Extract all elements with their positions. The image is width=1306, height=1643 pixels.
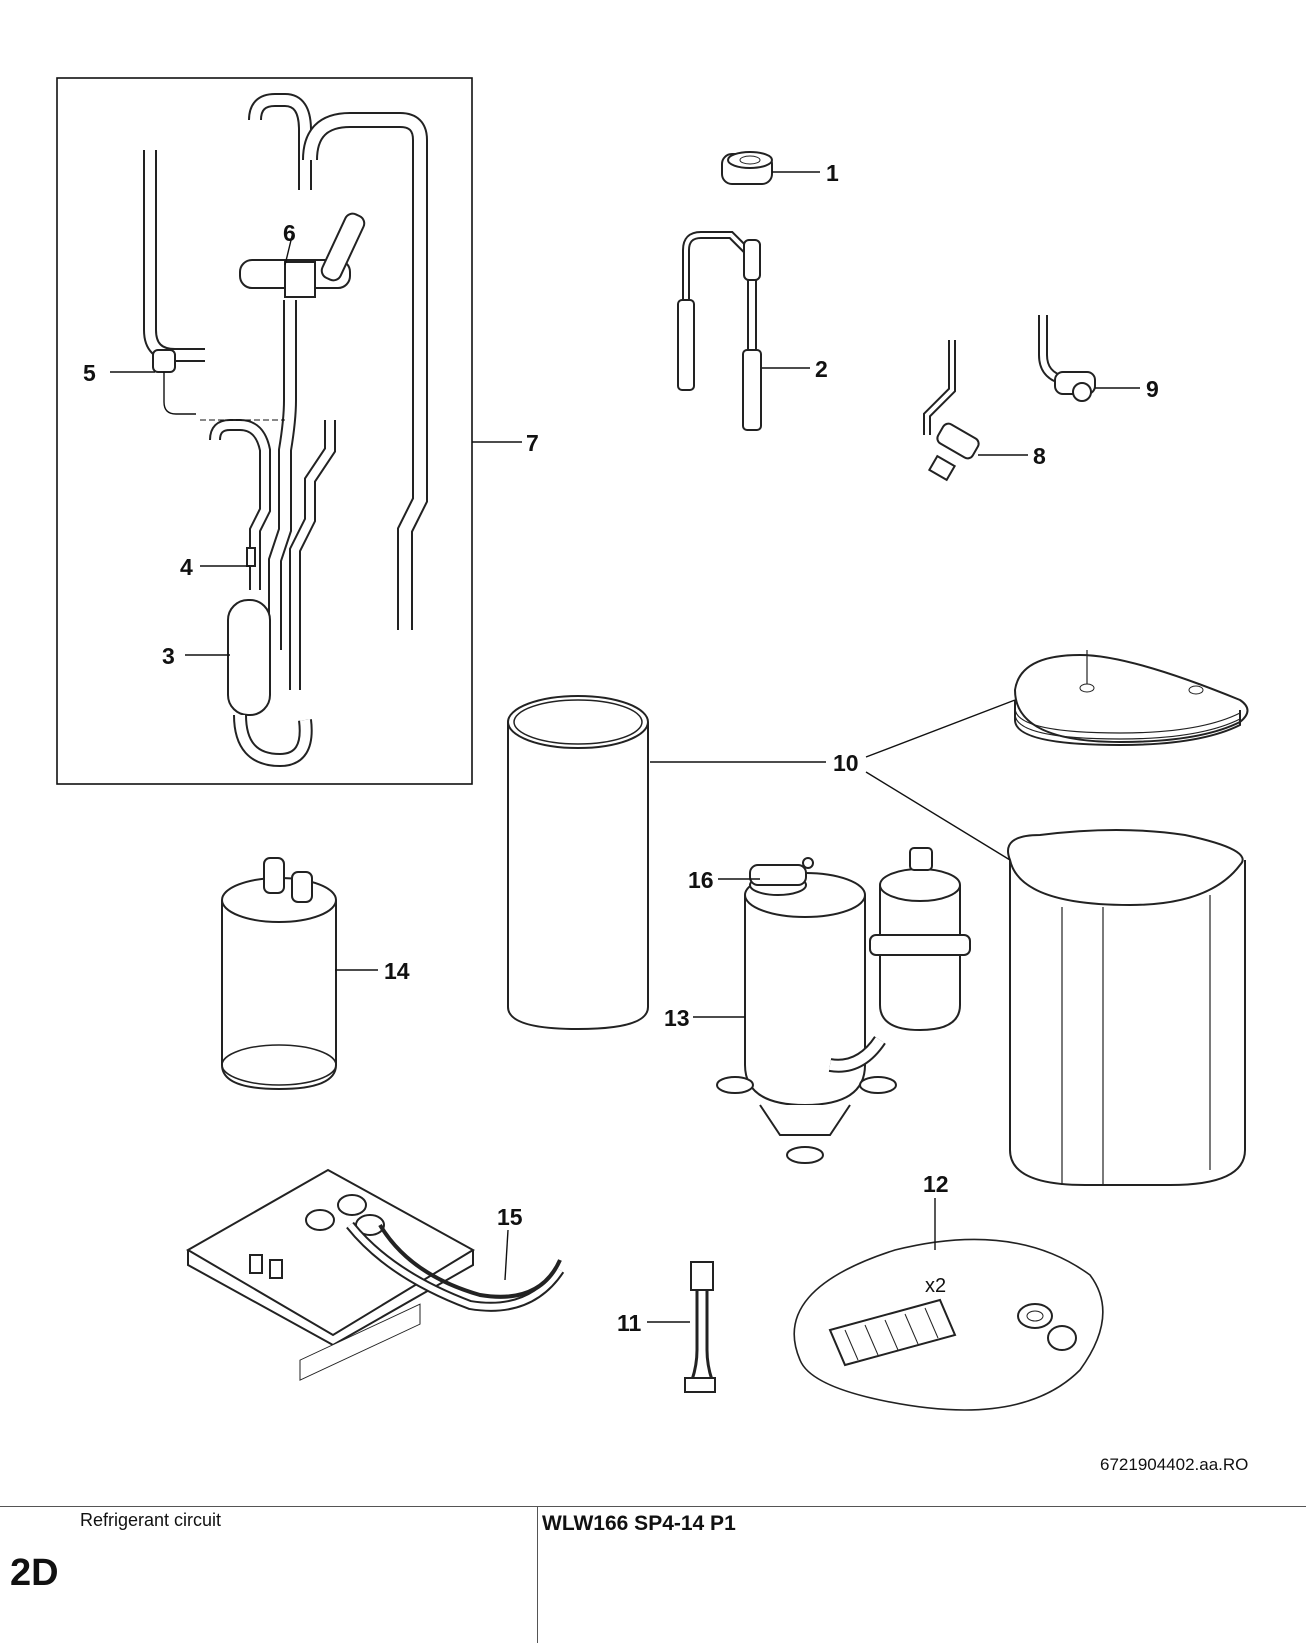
kit-quantity: x2 <box>925 1275 946 1297</box>
callout-10: 10 <box>833 750 859 776</box>
footer-divider <box>0 1506 1306 1507</box>
damper-pad <box>828 1298 957 1367</box>
part-9-service-valve <box>1038 315 1096 402</box>
section-number: 2D <box>10 1552 59 1594</box>
part-10-insulation-cylinder <box>507 695 649 1031</box>
part-11-cable <box>684 1261 716 1393</box>
part-10-insulation-jacket <box>1007 829 1246 1186</box>
leader-lines <box>110 171 1140 1323</box>
callout-11: 11 <box>617 1310 642 1336</box>
part-15-inverter-board <box>186 1168 565 1381</box>
part-13-compressor <box>716 847 971 1164</box>
callout-14: 14 <box>384 958 410 984</box>
exploded-parts-diagram: 1 2 3 4 5 6 7 8 9 10 11 12 13 14 15 16 x… <box>56 77 1249 1411</box>
callout-6: 6 <box>283 220 296 246</box>
callout-3: 3 <box>162 643 175 669</box>
callout-9: 9 <box>1146 376 1159 402</box>
callout-2: 2 <box>815 356 828 382</box>
part-14-receiver <box>221 857 337 1091</box>
pipe-assembly <box>143 93 428 768</box>
model-name: WLW166 SP4-14 P1 <box>542 1512 736 1535</box>
part-2-expansion-valve <box>677 231 762 431</box>
part-1-coil <box>721 151 773 185</box>
callout-12: 12 <box>923 1171 949 1197</box>
callout-5: 5 <box>83 360 96 386</box>
assembly-frame <box>56 77 473 785</box>
callout-15: 15 <box>497 1204 523 1230</box>
callout-16: 16 <box>688 867 714 893</box>
callout-labels: 1 2 3 4 5 6 7 8 9 10 11 12 13 14 15 16 x… <box>83 160 1159 1336</box>
drawing-reference: 6721904402.aa.RO <box>1100 1455 1249 1474</box>
part-12-kit <box>793 1238 1104 1411</box>
callout-8: 8 <box>1033 443 1046 469</box>
section-caption: Refrigerant circuit <box>80 1510 222 1530</box>
callout-4: 4 <box>180 554 193 580</box>
grommet <box>1017 1303 1077 1351</box>
callout-7: 7 <box>526 430 539 456</box>
callout-1: 1 <box>826 160 839 186</box>
part-10-insulation-lid <box>1013 650 1249 747</box>
part-8-service-valve <box>923 340 980 482</box>
callout-13: 13 <box>664 1005 690 1031</box>
footer-column-divider <box>537 1506 538 1643</box>
